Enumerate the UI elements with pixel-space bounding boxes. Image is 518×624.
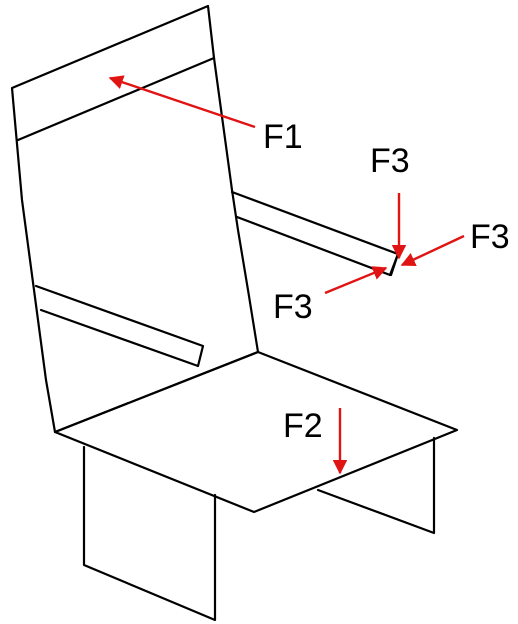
force-arrow-f1 bbox=[108, 75, 256, 129]
chair-seat bbox=[53, 350, 459, 514]
chair-armrest-front bbox=[34, 284, 205, 368]
force-label-f1: F1 bbox=[263, 118, 303, 156]
force-f1: F1 bbox=[108, 75, 303, 156]
force-label-f2: F2 bbox=[283, 407, 323, 445]
force-label-f3-top: F3 bbox=[370, 142, 410, 180]
chair-rear-leg-panel bbox=[316, 436, 436, 535]
chair-front-leg-panel bbox=[82, 445, 217, 622]
force-f2: F2 bbox=[283, 407, 348, 475]
force-label-f3-right: F3 bbox=[470, 218, 510, 256]
force-arrow-f3-left bbox=[324, 266, 388, 295]
backrest-top-band bbox=[16, 56, 216, 142]
force-f3-left: F3 bbox=[273, 266, 388, 326]
force-arrow-f3-right bbox=[400, 234, 465, 267]
chair-armrest-back bbox=[230, 190, 400, 277]
force-f3-top: F3 bbox=[370, 142, 410, 260]
chair-backrest bbox=[10, 4, 260, 434]
force-label-f3-left: F3 bbox=[273, 288, 313, 326]
force-f3-right: F3 bbox=[400, 218, 510, 267]
